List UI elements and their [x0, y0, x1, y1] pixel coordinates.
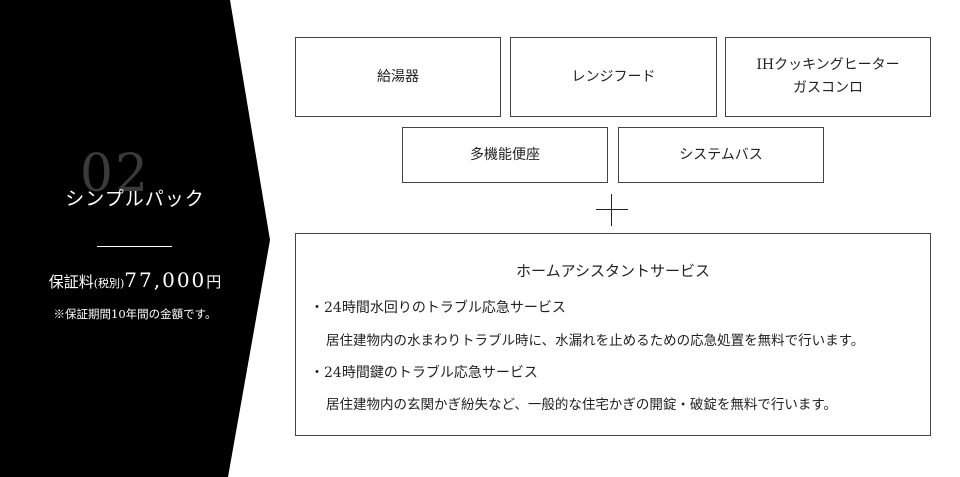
- service-water-heater: 給湯器: [295, 37, 501, 117]
- assistance-item-description: 居住建物内の玄関かぎ紛失など、一般的な住宅かぎの開錠・破錠を無料で行います。: [326, 397, 837, 413]
- divider: [97, 246, 172, 247]
- warranty-note: ※保証期間10年間の金額です。: [53, 307, 217, 321]
- service-label: IHクッキングヒーター: [756, 57, 900, 73]
- plus-icon: [596, 194, 628, 226]
- service-label: システムバス: [679, 146, 763, 163]
- service-label: レンジフード: [571, 68, 656, 85]
- service-label: 多機能便座: [470, 146, 540, 163]
- service-label: ガスコンロ: [793, 80, 863, 96]
- service-label: 給湯器: [377, 68, 419, 85]
- assistance-item-title: ・24時間鍵のトラブル応急サービス: [310, 365, 538, 381]
- assistance-title: ホームアシスタントサービス: [516, 262, 710, 280]
- assistance-box: ホームアシスタントサービス ・24時間水回りのトラブル応急サービス 居住建物内の…: [295, 233, 931, 436]
- service-range-hood: レンジフード: [510, 37, 717, 117]
- price-value: 77,000: [124, 268, 207, 292]
- assistance-item-description: 居住建物内の水まわりトラブル時に、水漏れを止めるための応急処置を無料で行います。: [326, 333, 865, 349]
- plan-panel: [0, 0, 270, 477]
- currency-label: 円: [206, 273, 222, 291]
- service-ih-gas: IHクッキングヒーター ガスコンロ: [725, 37, 931, 117]
- service-toilet: 多機能便座: [402, 127, 608, 183]
- plan-name: シンプルパック: [65, 188, 205, 210]
- service-bath: システムバス: [618, 127, 824, 183]
- price-label: 保証料: [48, 273, 94, 291]
- tax-note: (税別): [93, 277, 125, 290]
- price-line: 保証料(税別)77,000円: [0, 268, 270, 292]
- plan-number: 02: [79, 144, 151, 204]
- assistance-item-title: ・24時間水回りのトラブル応急サービス: [310, 300, 566, 316]
